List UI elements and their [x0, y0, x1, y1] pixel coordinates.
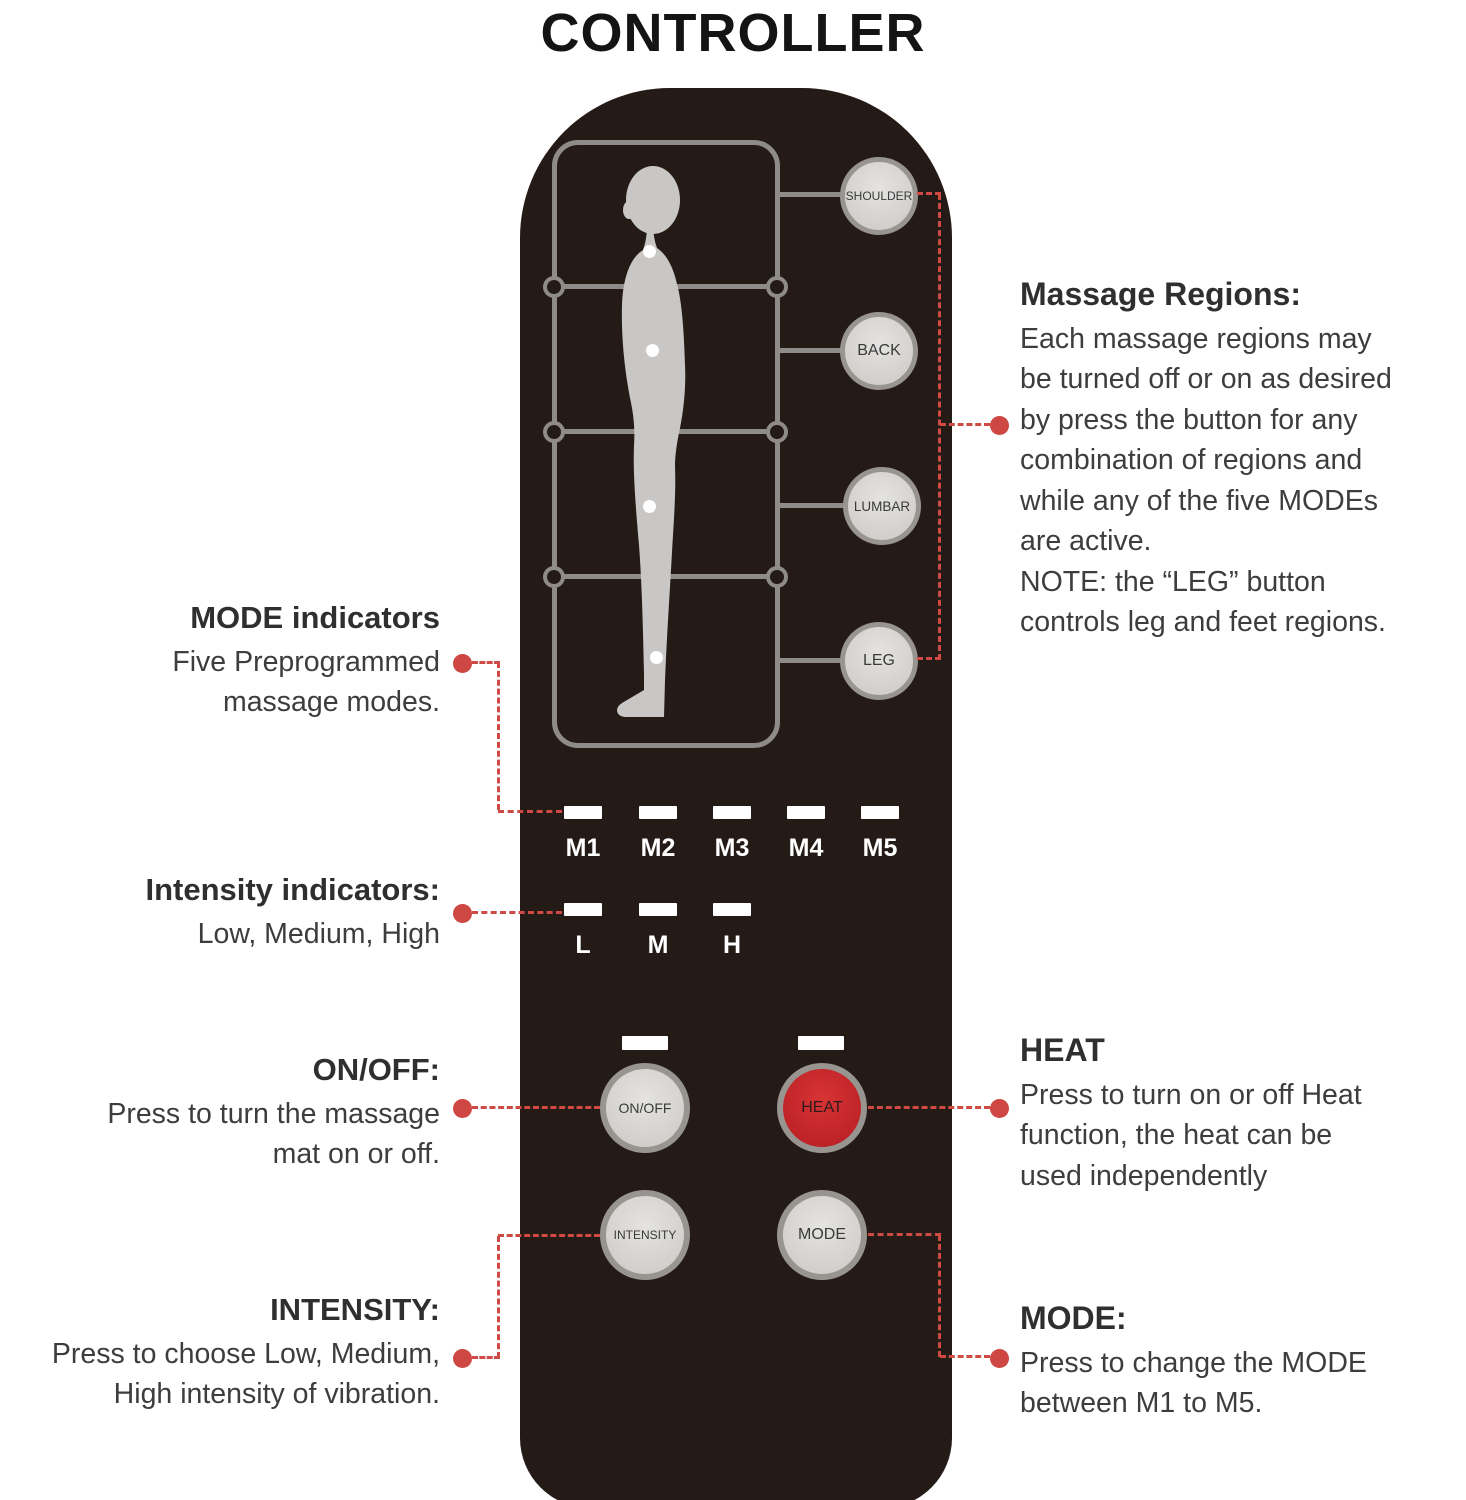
annotation-title: MODE indicators	[190, 600, 440, 635]
connector-leg	[778, 658, 842, 663]
massage-point-shoulder	[643, 245, 656, 258]
annotation-mode: MODE: Press to change the MODE between M…	[1020, 1300, 1466, 1424]
annotation-intensity: INTENSITY: Press to choose Low, Medium, …	[0, 1292, 440, 1415]
intensity-indicator-dash-low	[564, 903, 602, 916]
panel-notch	[543, 276, 565, 298]
connector-shoulder	[778, 192, 842, 197]
annotation-body: Press to change the MODE between M1 to M…	[1020, 1347, 1367, 1420]
annotation-intensity-indicators: Intensity indicators: Low, Medium, High	[0, 872, 440, 954]
massage-point-back	[646, 344, 659, 357]
page-title: CONTROLLER	[540, 3, 926, 63]
back-button-label: BACK	[857, 342, 901, 359]
callout-dot-intensity-indicators	[453, 904, 472, 923]
heat-button-label: HEAT	[801, 1099, 843, 1116]
panel-notch	[543, 421, 565, 443]
power-indicator-dash	[622, 1036, 668, 1050]
callout-line	[940, 1355, 990, 1358]
callout-line	[940, 423, 990, 426]
annotation-body: Press to turn on or off Heat function, t…	[1020, 1079, 1362, 1192]
mode-button-label: MODE	[798, 1226, 846, 1243]
annotation-heat: HEAT Press to turn on or off Heat functi…	[1020, 1032, 1466, 1196]
panel-notch	[766, 566, 788, 588]
on-off-button-label: ON/OFF	[618, 1100, 672, 1116]
mode-indicator-dash-m4	[787, 806, 825, 819]
mode-indicator-dash-m5	[861, 806, 899, 819]
mode-button: MODE	[777, 1190, 867, 1280]
lumbar-button-label: LUMBAR	[853, 498, 911, 514]
callout-line	[868, 1233, 941, 1236]
intensity-indicator-dash-medium	[639, 903, 677, 916]
panel-notch	[543, 566, 565, 588]
shoulder-button-label: SHOULDER	[845, 189, 913, 203]
annotation-body: Each massage regions may be turned off o…	[1020, 323, 1392, 639]
annotation-title: MODE:	[1020, 1300, 1127, 1336]
callout-line	[497, 662, 500, 810]
callout-line	[938, 1235, 941, 1357]
annotation-body: Low, Medium, High	[197, 918, 440, 950]
panel-notch	[766, 276, 788, 298]
intensity-button: INTENSITY	[600, 1190, 690, 1280]
annotation-title: ON/OFF:	[312, 1052, 440, 1087]
callout-line	[497, 1236, 500, 1358]
leg-button: LEG	[840, 622, 918, 700]
shoulder-button: SHOULDER	[840, 157, 918, 235]
callout-line	[472, 661, 500, 664]
massage-point-leg	[650, 651, 663, 664]
intensity-label-low: L	[575, 931, 591, 959]
annotation-body: Press to choose Low, Medium, High intens…	[51, 1338, 440, 1411]
callout-line	[938, 194, 941, 660]
intensity-label-high: H	[722, 931, 742, 959]
callout-line	[917, 192, 941, 195]
annotation-body: Five Preprogrammed massage modes.	[172, 646, 440, 719]
body-map-panel	[552, 140, 780, 748]
annotation-title: HEAT	[1020, 1032, 1105, 1068]
callout-dot-heat	[990, 1099, 1009, 1118]
human-silhouette	[617, 166, 686, 717]
callout-dot-intensity	[453, 1349, 472, 1368]
callout-line	[472, 1106, 600, 1109]
mode-indicator-dash-m2	[639, 806, 677, 819]
mode-label-m2: M2	[640, 834, 676, 862]
callout-line	[472, 1356, 500, 1359]
mode-label-m4: M4	[788, 834, 824, 862]
annotation-body: Press to turn the massage mat on or off.	[107, 1098, 440, 1171]
callout-dot-on-off	[453, 1099, 472, 1118]
heat-indicator-dash	[798, 1036, 844, 1050]
leg-button-label: LEG	[862, 652, 895, 669]
callout-line	[917, 657, 941, 660]
connector-lumbar	[778, 503, 845, 508]
callout-dot-massage-regions	[990, 416, 1009, 435]
intensity-button-label: INTENSITY	[613, 1228, 677, 1242]
mode-label-m3: M3	[714, 834, 750, 862]
callout-dot-mode	[990, 1349, 1009, 1368]
annotation-massage-regions: Massage Regions: Each massage regions ma…	[1020, 276, 1466, 643]
intensity-label-medium: M	[647, 931, 669, 959]
annotation-title: Intensity indicators:	[145, 872, 440, 907]
annotation-title: INTENSITY:	[270, 1292, 440, 1327]
heat-button: HEAT	[777, 1063, 867, 1153]
massage-point-lumbar	[643, 500, 656, 513]
mode-indicator-dash-m1	[564, 806, 602, 819]
connector-back	[778, 348, 842, 353]
annotation-mode-indicators: MODE indicators Five Preprogrammed massa…	[0, 600, 440, 723]
callout-line	[868, 1106, 990, 1109]
callout-dot-mode-indicators	[453, 654, 472, 673]
callout-line	[498, 1234, 600, 1237]
callout-line	[498, 810, 562, 813]
annotation-on-off: ON/OFF: Press to turn the massage mat on…	[0, 1052, 440, 1175]
mode-indicator-dash-m3	[713, 806, 751, 819]
annotation-title: Massage Regions:	[1020, 276, 1301, 312]
intensity-indicator-dash-high	[713, 903, 751, 916]
back-button: BACK	[840, 312, 918, 390]
mode-label-m1: M1	[565, 834, 601, 862]
callout-line	[472, 911, 562, 914]
mode-label-m5: M5	[862, 834, 898, 862]
panel-notch	[766, 421, 788, 443]
lumbar-button: LUMBAR	[843, 467, 921, 545]
on-off-button: ON/OFF	[600, 1063, 690, 1153]
